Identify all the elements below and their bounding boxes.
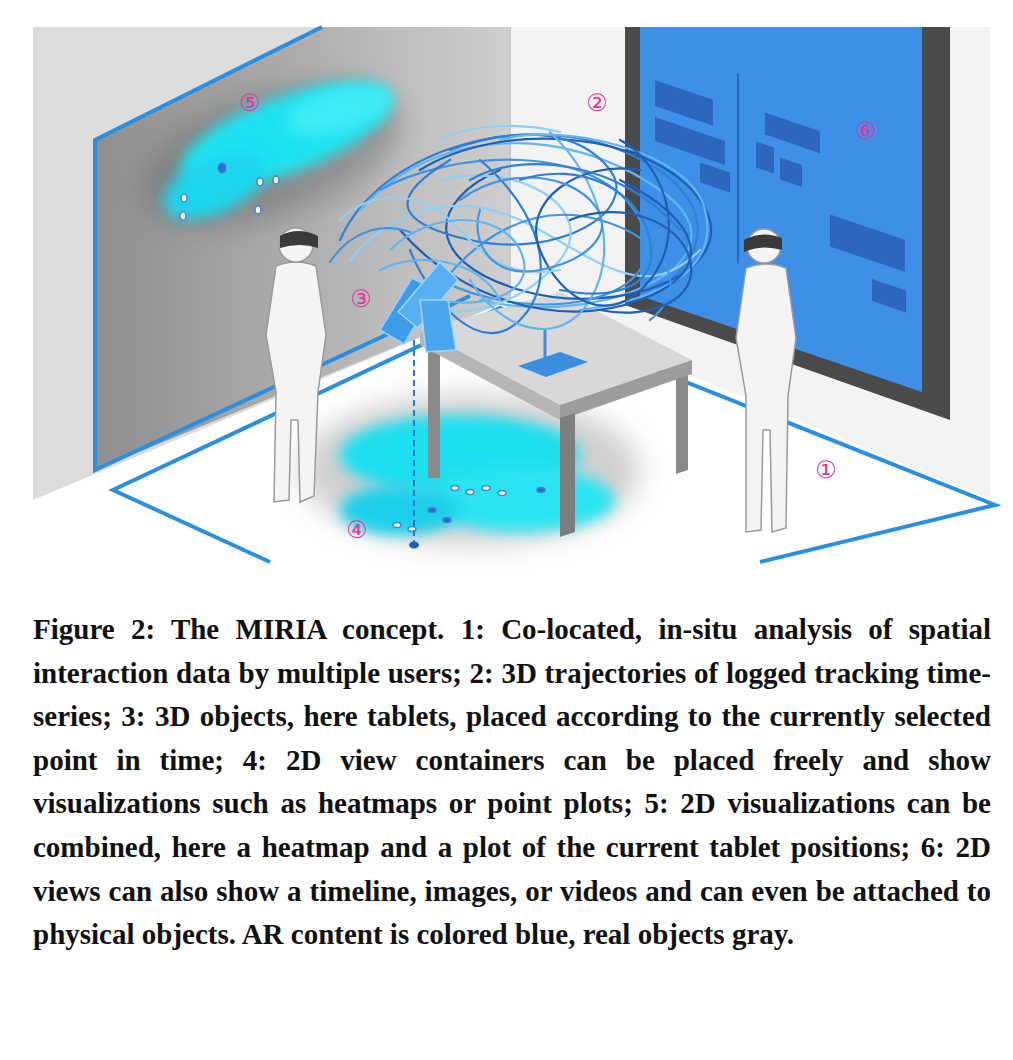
wall-display-part-part [655,80,713,126]
floor-point-plot-part [393,523,401,528]
trajectory-line [470,164,680,230]
person-right-part [736,264,796,532]
floor-point-plot-part [482,486,490,491]
callout-number: ④ [346,518,368,542]
wall-heatmap-part [281,75,399,146]
person-left [266,228,326,502]
room-illustration [0,0,1013,572]
trajectory-line [520,174,651,294]
table-tablet [518,328,588,377]
floor-point-plot-part [498,491,506,496]
callout-number: ② [586,91,608,115]
wall-point-plot-part [180,212,186,220]
floor-point-plot-part [443,518,451,523]
floor-heatmap-part [300,395,640,545]
person-left-part [266,262,326,502]
callout-number: ③ [350,287,372,311]
table-part [560,413,575,537]
floor-point-plot-part [428,508,436,513]
room-walls-part [33,27,510,500]
trajectory-line [408,135,617,245]
trajectory-line [340,198,560,272]
trajectory-line [570,212,691,312]
table-part [428,345,440,478]
trajectories [330,126,711,333]
table-tablet-part [518,352,588,377]
wall-point-plot [180,163,279,220]
wall-point-plot-part [181,194,187,202]
floor-point-plot-part [451,486,459,491]
floor-point-plot-part [537,488,545,493]
table-part [560,360,692,420]
person-right [736,229,796,532]
table-part [676,368,688,474]
wall-display-part-part [655,117,725,165]
floor-point-plot-part [466,490,474,495]
callout-number: ⑥ [855,119,877,143]
wall-heatmap-part [122,54,417,255]
figure-caption: Figure 2: The MIRIA concept. 1: Co-locat… [33,608,991,957]
room-walls [33,27,990,500]
floor-heatmap [300,395,640,545]
wall-display-part-part [830,215,905,273]
wall-display-part-part [872,279,906,313]
floor-point-plot [393,486,545,532]
person-left-part [280,231,318,248]
wall-point-plot-part [257,178,263,186]
person-right-part [744,234,782,252]
wall-point-plot-part [273,176,279,184]
wall-display-part-part [780,158,802,187]
room-walls-part [509,27,511,300]
tablets-part [413,340,415,545]
tablets-part [420,300,456,352]
trajectory-line [440,126,560,140]
wall-display-part-part [700,162,730,192]
wall-heatmap [122,54,417,255]
callout-number: ⑤ [239,91,261,115]
tablets-part [409,542,419,549]
wall-point-plot-part [255,206,261,214]
table [420,292,692,537]
wall-point-plot-part [218,163,226,173]
trajectory-line [460,178,602,272]
wall-display-part-part [737,73,739,263]
trajectory-line [500,135,707,310]
wall-display-part-part [765,113,820,154]
wall-display-part-part [756,141,774,173]
tablets [380,262,458,549]
trajectory-line [330,228,410,262]
wall-heatmap-part [153,136,276,233]
callout-number: ① [815,458,837,482]
